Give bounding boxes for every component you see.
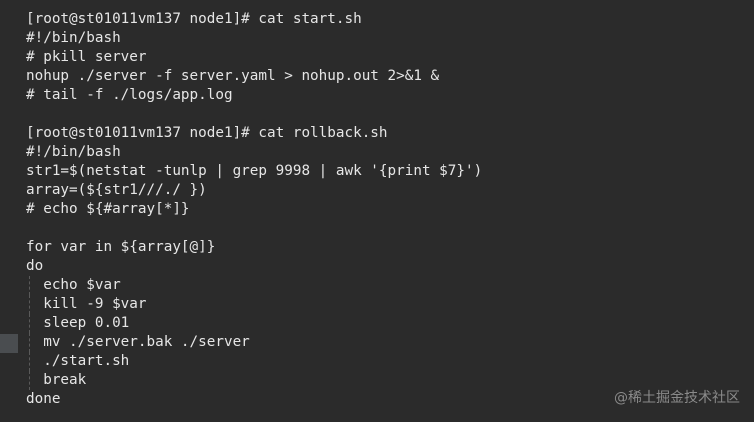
terminal-line: nohup ./server -f server.yaml > nohup.ou… (26, 68, 440, 84)
indent-guide (29, 276, 30, 295)
terminal-line: [root@st01011vm137 node1]# cat rollback.… (26, 125, 388, 141)
terminal-line (26, 105, 482, 124)
indent-guide (29, 371, 30, 390)
terminal-line: ./start.sh (26, 352, 130, 371)
terminal-line: mv ./server.bak ./server (26, 333, 250, 352)
terminal-line: sleep 0.01 (26, 314, 130, 333)
terminal-line: # tail -f ./logs/app.log (26, 87, 233, 103)
terminal-line: echo $var (26, 276, 121, 295)
indent-guide (29, 333, 30, 352)
gutter-marker (0, 334, 18, 353)
watermark: @稀土掘金技术社区 (614, 390, 740, 406)
indent-guide (29, 295, 30, 314)
terminal-line: kill -9 $var (26, 295, 147, 314)
terminal-output: [root@st01011vm137 node1]# cat start.sh … (26, 10, 482, 409)
indent-guide (29, 352, 30, 371)
terminal-line (26, 219, 482, 238)
terminal-line: do (26, 258, 44, 274)
terminal-line: #!/bin/bash (26, 30, 121, 46)
terminal-line: #!/bin/bash (26, 144, 121, 160)
terminal-line: # pkill server (26, 49, 147, 65)
terminal-line: # echo ${#array[*]} (26, 201, 190, 217)
terminal-line: str1=$(netstat -tunlp | grep 9998 | awk … (26, 163, 483, 179)
terminal-line: for var in ${array[@]} (26, 239, 216, 255)
terminal-line: array=(${str1///./ }) (26, 182, 207, 198)
terminal-line: break (26, 371, 87, 390)
indent-guide (29, 314, 30, 333)
terminal-line: [root@st01011vm137 node1]# cat start.sh (26, 11, 362, 27)
terminal-line: done (26, 391, 61, 407)
